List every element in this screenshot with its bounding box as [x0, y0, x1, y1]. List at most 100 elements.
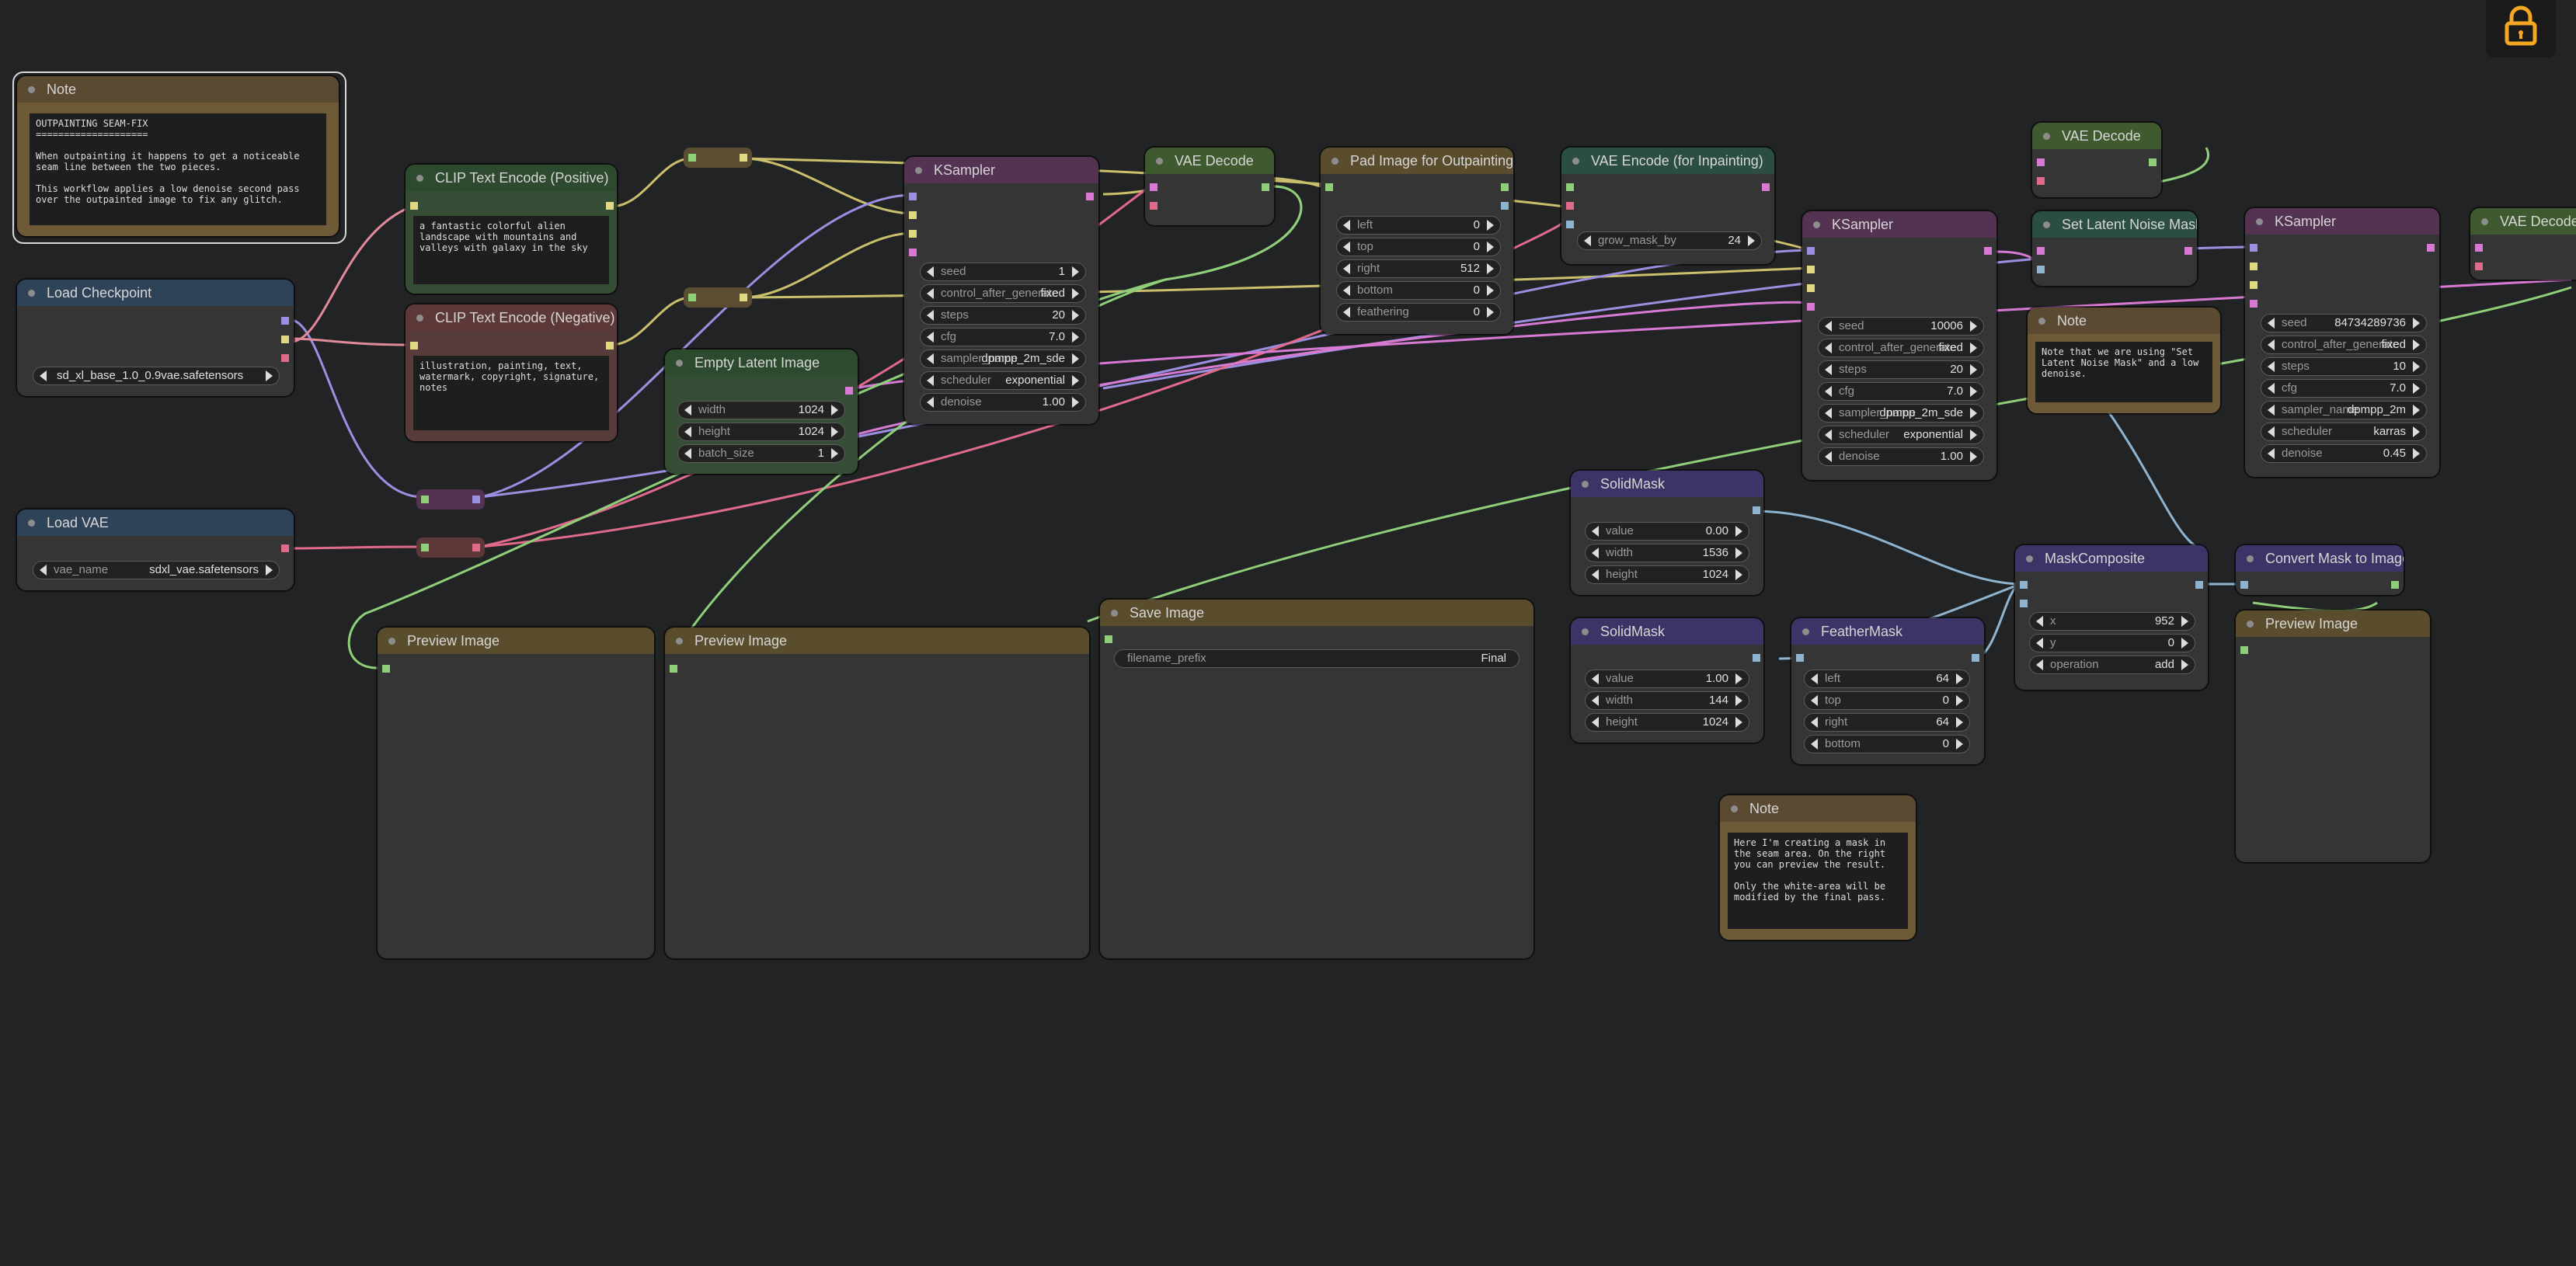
images-input-port[interactable] [2240, 646, 2248, 654]
node-header[interactable]: Load Checkpoint [17, 280, 294, 306]
arrow-left-icon[interactable] [1811, 673, 1818, 684]
arrow-right-icon[interactable] [2413, 426, 2420, 437]
arrow-right-icon[interactable] [1970, 386, 1977, 397]
node-header[interactable]: Set Latent Noise Mask [2032, 211, 2197, 238]
image-output-port[interactable] [1501, 183, 1509, 191]
node-header[interactable]: Preview Image [378, 628, 654, 654]
arrow-left-icon[interactable] [684, 448, 691, 459]
arrow-right-icon[interactable] [1487, 307, 1494, 318]
negative-input-port[interactable] [909, 230, 917, 238]
arrow-left-icon[interactable] [2268, 405, 2275, 416]
model-output-port[interactable] [281, 317, 289, 325]
arrow-right-icon[interactable] [1970, 430, 1977, 440]
reroute-input-port[interactable] [421, 496, 429, 503]
arrow-left-icon[interactable] [927, 375, 934, 386]
arrow-left-icon[interactable] [927, 288, 934, 299]
vae-encode-inpainting-node[interactable]: VAE Encode (for Inpainting) grow_mask_by… [1561, 148, 1774, 264]
node-header[interactable]: CLIP Text Encode (Positive) [406, 165, 617, 191]
arrow-right-icon[interactable] [1487, 220, 1494, 231]
node-header[interactable]: Preview Image [665, 628, 1089, 654]
arrow-left-icon[interactable] [1592, 695, 1599, 706]
note-node-main[interactable]: Note OUTPAINTING SEAM-FIX ==============… [17, 76, 339, 236]
load-checkpoint-node[interactable]: Load Checkpoint sd_xl_base_1.0_0.9vae.sa… [17, 280, 294, 396]
arrow-right-icon[interactable] [1072, 332, 1079, 343]
reroute-node-negative[interactable] [684, 287, 752, 308]
clip-text-encode-positive-node[interactable]: CLIP Text Encode (Positive) a fantastic … [406, 165, 617, 294]
arrow-right-icon[interactable] [2181, 638, 2188, 649]
arrow-right-icon[interactable] [831, 448, 838, 459]
mask-output-port[interactable] [1501, 202, 1509, 210]
arrow-left-icon[interactable] [1825, 408, 1832, 419]
vae-input-port[interactable] [1566, 202, 1574, 210]
arrow-right-icon[interactable] [831, 405, 838, 416]
collapse-dot[interactable] [28, 86, 35, 93]
note-text[interactable]: Here I'm creating a mask in the seam are… [1728, 833, 1908, 929]
arrow-left-icon[interactable] [684, 405, 691, 416]
node-header[interactable]: VAE Decode [1145, 148, 1274, 174]
arrow-right-icon[interactable] [1735, 695, 1742, 706]
samples-input-port[interactable] [2037, 158, 2045, 166]
arrow-left-icon[interactable] [1825, 321, 1832, 332]
ckpt-name-combo[interactable]: sd_xl_base_1.0_0.9vae.safetensors [33, 367, 280, 385]
images-input-port[interactable] [670, 665, 677, 673]
node-header[interactable]: FeatherMask [1791, 618, 1984, 645]
arrow-left-icon[interactable] [1811, 717, 1818, 728]
node-header[interactable]: VAE Decode [2470, 208, 2576, 235]
arrow-left-icon[interactable] [2268, 383, 2275, 394]
arrow-right-icon[interactable] [1956, 695, 1963, 706]
arrow-left-icon[interactable] [2268, 339, 2275, 350]
conditioning-output-port[interactable] [606, 342, 614, 350]
arrow-left-icon[interactable] [1811, 695, 1818, 706]
latent-output-port[interactable] [845, 387, 853, 395]
node-header[interactable]: Pad Image for Outpainting [1321, 148, 1513, 174]
prompt-textarea[interactable]: illustration, painting, text, watermark,… [413, 356, 609, 430]
mask-input-port[interactable] [1796, 654, 1804, 662]
arrow-left-icon[interactable] [1825, 343, 1832, 353]
node-header[interactable]: KSampler [2245, 208, 2439, 235]
latent-input-port[interactable] [909, 249, 917, 256]
node-header[interactable]: Empty Latent Image [665, 350, 858, 376]
arrow-right-icon[interactable] [1970, 321, 1977, 332]
latent-output-port[interactable] [2427, 244, 2435, 252]
arrow-right-icon[interactable] [1970, 343, 1977, 353]
arrow-left-icon[interactable] [1592, 569, 1599, 580]
arrow-right-icon[interactable] [1072, 375, 1079, 386]
latent-output-port[interactable] [1762, 183, 1770, 191]
arrow-left-icon[interactable] [1584, 235, 1591, 246]
preview-image-node-1[interactable]: Preview Image [378, 628, 654, 958]
arrow-right-icon[interactable] [831, 426, 838, 437]
arrow-right-icon[interactable] [1072, 266, 1079, 277]
arrow-right-icon[interactable] [1072, 353, 1079, 364]
arrow-left-icon[interactable] [1592, 673, 1599, 684]
node-header[interactable]: MaskComposite [2015, 545, 2208, 572]
image-output-port[interactable] [2391, 581, 2399, 589]
images-input-port[interactable] [382, 665, 390, 673]
arrow-right-icon[interactable] [266, 565, 273, 576]
samples-input-port[interactable] [2037, 247, 2045, 255]
reroute-node-model[interactable] [416, 489, 485, 510]
arrow-left-icon[interactable] [1343, 220, 1350, 231]
